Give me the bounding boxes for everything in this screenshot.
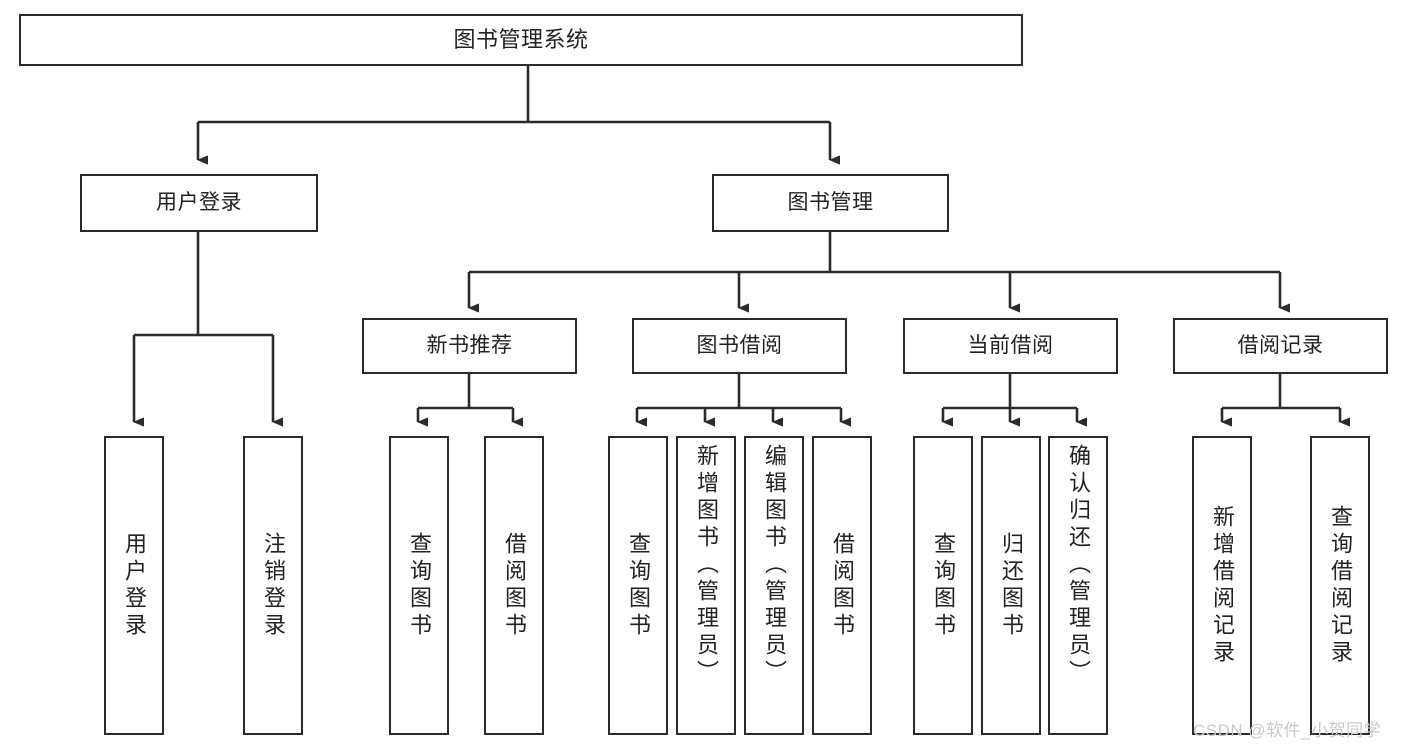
leaf-logout[interactable]: 注销登录 (243, 436, 303, 735)
node-label: 查询借阅记录 (1328, 504, 1353, 667)
node-label: 用户登录 (156, 191, 242, 215)
leaf-add-book-admin[interactable]: 新增图书（管理员） (676, 436, 736, 735)
node-label: 图书管理系统 (453, 26, 589, 52)
node-label: 借阅记录 (1237, 334, 1324, 358)
leaf-query-books-borrowing[interactable]: 查询图书 (608, 436, 668, 735)
leaf-query-books-recommendation[interactable]: 查询图书 (389, 436, 449, 735)
node-borrowing-records[interactable]: 借阅记录 (1173, 318, 1388, 374)
node-label: 编辑图书（管理员） (762, 444, 787, 687)
leaf-borrow-books-borrowing[interactable]: 借阅图书 (812, 436, 872, 735)
node-current-borrowing[interactable]: 当前借阅 (903, 318, 1118, 374)
node-label: 图书借阅 (696, 334, 783, 358)
node-book-borrowing[interactable]: 图书借阅 (632, 318, 847, 374)
node-label: 借阅图书 (502, 531, 527, 640)
leaf-query-borrowing-record[interactable]: 查询借阅记录 (1310, 436, 1370, 735)
node-label: 用户登录 (122, 531, 147, 640)
node-label: 新增图书（管理员） (694, 444, 719, 687)
node-label: 归还图书 (999, 531, 1024, 640)
node-label: 新增借阅记录 (1210, 504, 1235, 667)
leaf-return-books[interactable]: 归还图书 (981, 436, 1041, 735)
leaf-borrow-books-recommendation[interactable]: 借阅图书 (484, 436, 544, 735)
node-new-book-recommendation[interactable]: 新书推荐 (362, 318, 577, 374)
node-label: 借阅图书 (830, 531, 855, 640)
node-label: 新书推荐 (426, 334, 513, 358)
leaf-query-books-current[interactable]: 查询图书 (913, 436, 973, 735)
node-root-book-management-system[interactable]: 图书管理系统 (19, 14, 1023, 66)
node-label: 查询图书 (931, 531, 956, 640)
node-book-management[interactable]: 图书管理 (712, 174, 949, 232)
node-label: 查询图书 (407, 531, 432, 640)
node-label: 图书管理 (787, 191, 874, 215)
node-user-login[interactable]: 用户登录 (80, 174, 318, 232)
node-label: 注销登录 (261, 531, 286, 640)
leaf-confirm-return-admin[interactable]: 确认归还（管理员） (1048, 436, 1108, 735)
leaf-edit-book-admin[interactable]: 编辑图书（管理员） (744, 436, 804, 735)
leaf-add-borrowing-record[interactable]: 新增借阅记录 (1192, 436, 1252, 735)
watermark-text: CSDN @软件_小贺同学 (1193, 721, 1382, 740)
node-label: 当前借阅 (967, 334, 1054, 358)
node-label: 确认归还（管理员） (1066, 444, 1091, 687)
node-label: 查询图书 (626, 531, 651, 640)
leaf-user-login[interactable]: 用户登录 (104, 436, 164, 735)
